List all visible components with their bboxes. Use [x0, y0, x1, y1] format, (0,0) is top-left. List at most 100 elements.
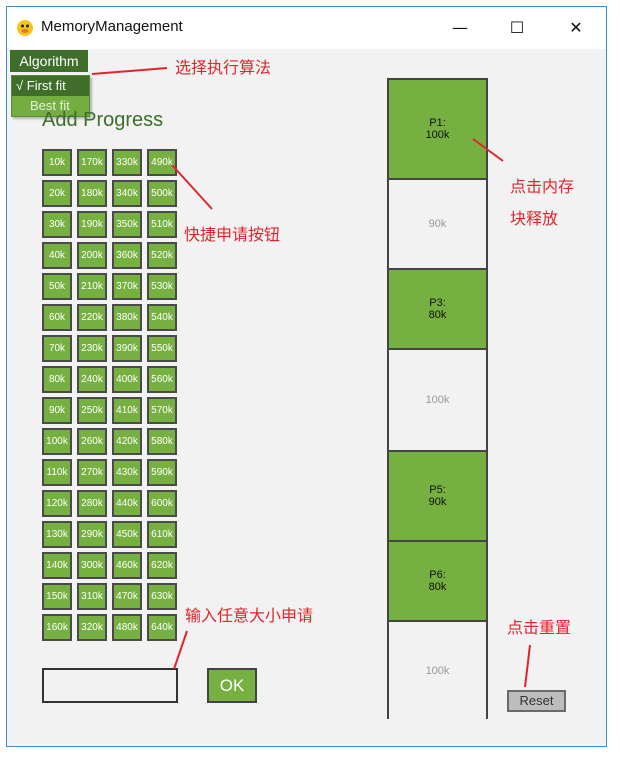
quick-apply-button[interactable]: 610k — [147, 521, 177, 548]
quick-apply-button[interactable]: 600k — [147, 490, 177, 517]
annotation-select-algorithm: 选择执行算法 — [175, 58, 272, 77]
memory-block-used[interactable]: P6:80k — [389, 542, 486, 620]
quick-apply-button[interactable]: 360k — [112, 242, 142, 269]
quick-apply-button[interactable]: 120k — [42, 490, 72, 517]
quick-apply-button[interactable]: 280k — [77, 490, 107, 517]
memory-block-free[interactable]: 100k — [389, 350, 486, 450]
quick-apply-button[interactable]: 260k — [77, 428, 107, 455]
quick-apply-button[interactable]: 80k — [42, 366, 72, 393]
quick-apply-button[interactable]: 140k — [42, 552, 72, 579]
quick-apply-button[interactable]: 430k — [112, 459, 142, 486]
quick-apply-button[interactable]: 460k — [112, 552, 142, 579]
quick-apply-button[interactable]: 390k — [112, 335, 142, 362]
memory-block-size: 80k — [428, 581, 447, 593]
quick-apply-button[interactable]: 190k — [77, 211, 107, 238]
quick-apply-button[interactable]: 10k — [42, 149, 72, 176]
quick-apply-button[interactable]: 150k — [42, 583, 72, 610]
annotation-quick-apply: 快捷申请按钮 — [184, 225, 281, 244]
quick-apply-button[interactable]: 440k — [112, 490, 142, 517]
quick-apply-button[interactable]: 220k — [77, 304, 107, 331]
quick-apply-button[interactable]: 100k — [42, 428, 72, 455]
quick-apply-button[interactable]: 570k — [147, 397, 177, 424]
memory-block-process: P3: — [429, 297, 446, 309]
quick-apply-button[interactable]: 550k — [147, 335, 177, 362]
quick-apply-button[interactable]: 250k — [77, 397, 107, 424]
quick-apply-button[interactable]: 560k — [147, 366, 177, 393]
quick-apply-button[interactable]: 630k — [147, 583, 177, 610]
quick-apply-button[interactable]: 590k — [147, 459, 177, 486]
quick-apply-button[interactable]: 420k — [112, 428, 142, 455]
quick-apply-button[interactable]: 240k — [77, 366, 107, 393]
quick-apply-button[interactable]: 70k — [42, 335, 72, 362]
quick-apply-button[interactable]: 90k — [42, 397, 72, 424]
memory-block-used[interactable]: P1:100k — [389, 80, 486, 178]
annotation-release-line1: 点击内存 — [510, 177, 575, 196]
quick-apply-button[interactable]: 60k — [42, 304, 72, 331]
quick-apply-button[interactable]: 300k — [77, 552, 107, 579]
quick-apply-button[interactable]: 450k — [112, 521, 142, 548]
quick-apply-button[interactable]: 470k — [112, 583, 142, 610]
quick-apply-button[interactable]: 620k — [147, 552, 177, 579]
quick-apply-button[interactable]: 170k — [77, 149, 107, 176]
quick-apply-button[interactable]: 230k — [77, 335, 107, 362]
memory-divider — [389, 348, 486, 350]
memory-block-free[interactable]: 100k — [389, 622, 486, 719]
size-input-field[interactable] — [44, 670, 180, 703]
window-title: MemoryManagement — [41, 18, 183, 35]
quick-apply-button[interactable]: 50k — [42, 273, 72, 300]
memory-block-process: P5: — [429, 484, 446, 496]
quick-apply-button[interactable]: 370k — [112, 273, 142, 300]
memory-divider — [389, 450, 486, 452]
quick-apply-button[interactable]: 350k — [112, 211, 142, 238]
quick-apply-button[interactable]: 30k — [42, 211, 72, 238]
quick-apply-button[interactable]: 110k — [42, 459, 72, 486]
quick-apply-button[interactable]: 410k — [112, 397, 142, 424]
quick-apply-button[interactable]: 180k — [77, 180, 107, 207]
quick-apply-button[interactable]: 400k — [112, 366, 142, 393]
quick-apply-button[interactable]: 330k — [112, 149, 142, 176]
quick-apply-button[interactable]: 160k — [42, 614, 72, 641]
quick-apply-button[interactable]: 520k — [147, 242, 177, 269]
memory-block-free[interactable]: 90k — [389, 180, 486, 268]
quick-apply-button[interactable]: 540k — [147, 304, 177, 331]
quick-apply-button[interactable]: 580k — [147, 428, 177, 455]
close-icon[interactable]: ✕ — [569, 18, 583, 37]
quick-apply-button[interactable]: 200k — [77, 242, 107, 269]
memory-block-size: 90k — [428, 496, 447, 508]
memory-block-size: 100k — [425, 394, 450, 406]
quick-apply-button[interactable]: 320k — [77, 614, 107, 641]
minimize-icon[interactable]: — — [452, 18, 468, 37]
quick-apply-button[interactable]: 480k — [112, 614, 142, 641]
quick-apply-button[interactable]: 130k — [42, 521, 72, 548]
quick-apply-button[interactable]: 20k — [42, 180, 72, 207]
quick-apply-button[interactable]: 510k — [147, 211, 177, 238]
menu-item-best-fit[interactable]: Best fit — [30, 98, 70, 113]
memory-block-size: 100k — [425, 129, 450, 141]
quick-apply-button[interactable]: 210k — [77, 273, 107, 300]
app-window: MemoryManagement — ☐ ✕ Algorithm √ First… — [6, 6, 607, 747]
memory-block-used[interactable]: P3:80k — [389, 270, 486, 348]
algorithm-menu[interactable]: Algorithm — [10, 50, 88, 72]
quick-apply-button[interactable]: 290k — [77, 521, 107, 548]
size-input[interactable] — [42, 668, 180, 703]
memory-block-used[interactable]: P5:90k — [389, 452, 486, 540]
quick-apply-button[interactable]: 490k — [147, 149, 177, 176]
title-bar: MemoryManagement — ☐ ✕ — [7, 7, 606, 49]
annotation-release-line2: 块释放 — [510, 209, 559, 228]
quick-apply-button[interactable]: 270k — [77, 459, 107, 486]
quick-apply-button[interactable]: 500k — [147, 180, 177, 207]
annotation-reset: 点击重置 — [507, 618, 572, 637]
quick-apply-button[interactable]: 40k — [42, 242, 72, 269]
ok-button[interactable]: OK — [207, 668, 257, 703]
quick-apply-button[interactable]: 530k — [147, 273, 177, 300]
annotation-input-any: 输入任意大小申请 — [185, 606, 314, 625]
quick-apply-button[interactable]: 310k — [77, 583, 107, 610]
quick-apply-button[interactable]: 380k — [112, 304, 142, 331]
quick-apply-button[interactable]: 340k — [112, 180, 142, 207]
maximize-icon[interactable]: ☐ — [509, 18, 525, 37]
reset-button[interactable]: Reset — [507, 690, 566, 712]
memory-block-process: P6: — [429, 569, 446, 581]
menu-item-first-fit[interactable]: √ First fit — [12, 76, 89, 96]
quick-apply-button[interactable]: 640k — [147, 614, 177, 641]
duck-app-icon — [17, 20, 33, 36]
